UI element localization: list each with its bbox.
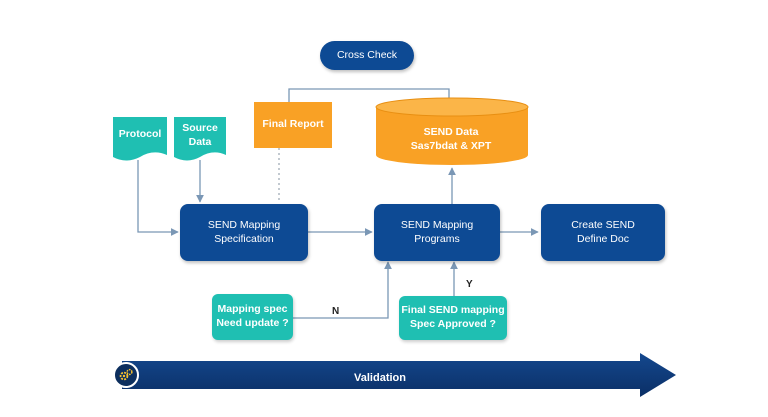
- spec-update-decision: Mapping spec Need update ?: [212, 294, 293, 340]
- spec-approved-label: Final SEND mapping Spec Approved ?: [401, 304, 505, 330]
- mapping-spec-label: SEND Mapping Specification: [207, 218, 281, 245]
- no-edge-label: N: [332, 306, 340, 317]
- cross-check-connector: [288, 88, 450, 102]
- source-data-node: Source Data: [174, 117, 226, 163]
- cross-check-node: Cross Check: [320, 41, 414, 70]
- source-data-document-shape: [174, 117, 226, 161]
- protocol-label: Protocol: [118, 128, 162, 140]
- validation-label: Validation: [354, 372, 406, 384]
- mapping-programs-node: SEND Mapping Programs: [374, 204, 500, 261]
- send-data-node: [375, 97, 529, 165]
- send-data-label: SEND Data Sas7bdat & XPT: [410, 126, 492, 153]
- spec-approved-decision: Final SEND mapping Spec Approved ?: [399, 296, 507, 340]
- gears-icon: [113, 362, 139, 388]
- protocol-node: Protocol: [113, 117, 167, 163]
- cross-check-label: Cross Check: [336, 48, 398, 61]
- yes-edge-label: Y: [466, 279, 473, 290]
- mapping-programs-label: SEND Mapping Programs: [400, 218, 474, 245]
- validation-arrow: [122, 353, 676, 397]
- final-report-label: Final Report: [262, 118, 324, 131]
- protocol-document-shape: [113, 117, 167, 161]
- source-data-label: Source Data: [182, 122, 218, 148]
- spec-update-label: Mapping spec Need update ?: [216, 303, 289, 329]
- mapping-spec-node: SEND Mapping Specification: [180, 204, 308, 261]
- define-doc-node: Create SEND Define Doc: [541, 204, 665, 261]
- update-to-programs-edge: [293, 261, 392, 319]
- protocol-to-spec-edge: [137, 160, 179, 236]
- define-doc-label: Create SEND Define Doc: [571, 218, 635, 245]
- final-report-node: Final Report: [254, 102, 332, 148]
